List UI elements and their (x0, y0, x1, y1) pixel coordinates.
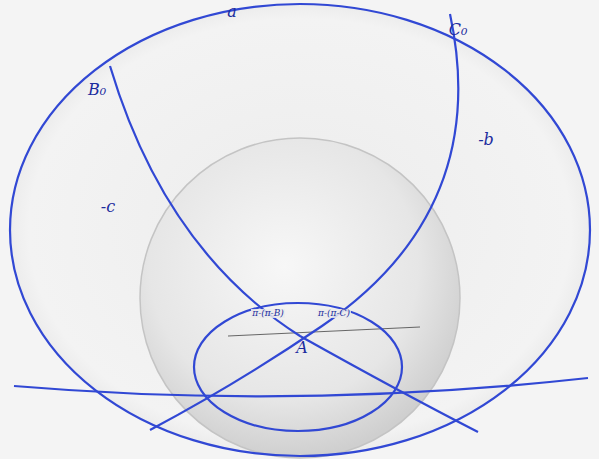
angle-label: π-(π-B) (251, 309, 285, 318)
great-circle-arc (14, 378, 588, 396)
vertex-label: C₀ (449, 22, 468, 38)
arc-label: -c (101, 199, 115, 215)
vertex-label: A (296, 340, 308, 356)
great-circle-rim (10, 4, 590, 456)
great-circle-arc (110, 66, 478, 432)
great-circle-arc (150, 14, 458, 430)
arc-label: -b (478, 132, 494, 148)
thin-line (228, 327, 420, 336)
vertex-label: B₀ (88, 82, 106, 98)
small-circle (194, 303, 402, 431)
angle-label: π-(π-C) (317, 309, 351, 318)
arc-label: a (227, 4, 237, 20)
